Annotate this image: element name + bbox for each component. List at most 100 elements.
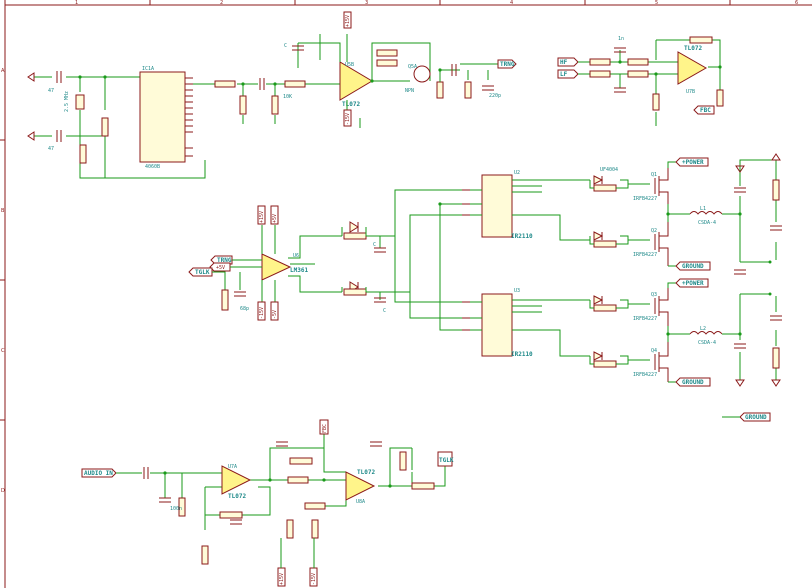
capacitor-c24 (370, 441, 382, 447)
u7b-filter: HF LF 1n TL072 U7B FBC (557, 36, 724, 126)
power-port-text: -15V (311, 573, 317, 585)
mosfet-ref: Q4 (651, 348, 657, 354)
capacitor-c12 (451, 64, 457, 76)
net-label-text: FBC (700, 107, 711, 114)
comparator-ref: U6 (293, 253, 299, 259)
gate-driver-section: U2 IR2110 U3 IR2110 UF4004 (394, 167, 650, 368)
resistor-r15 (652, 93, 660, 111)
diode-d4 (593, 231, 604, 241)
cap-value: 47 (48, 88, 54, 94)
resistor-r32 (399, 451, 407, 471)
driver-u3 (481, 293, 513, 357)
ic-ref: IC1A (142, 66, 154, 72)
net-label-trng (497, 59, 517, 69)
u5b-stage: U5B TL072 C Q5A NPN 220p TRNG +15V -15V (284, 11, 517, 128)
mosfet-q3 (654, 288, 669, 326)
power-port-m5v (270, 301, 279, 321)
opamp-u8a (345, 471, 376, 501)
output-terminal (768, 260, 772, 264)
cap-value: 47 (48, 146, 54, 152)
inductor-l2 (689, 331, 723, 335)
mosfet-part: IRFB4227 (633, 316, 657, 322)
resistor-r4 (284, 80, 306, 88)
resistor-r20 (343, 288, 367, 296)
power-port-text: -15V (345, 113, 351, 125)
capacitor-c33 (234, 291, 246, 297)
resistor-r31 (289, 457, 313, 465)
capacitor-c23 (276, 441, 288, 447)
net-label-text: TGLK (439, 457, 454, 464)
power-port-text: -15V (259, 307, 265, 319)
capacitor-c3 (259, 78, 265, 90)
power-port-text: +5V (272, 214, 278, 223)
inductor-value: CSDA-4 (698, 340, 716, 346)
mosfet-bridge: Q1 IRFB4227 Q2 IRFB4227 Q3 IRFB4227 Q4 I… (633, 153, 782, 422)
ground-symbol (27, 131, 35, 141)
resistor-r7 (376, 49, 398, 57)
cap-value: 68p (240, 306, 249, 312)
driver-part: IR2110 (511, 351, 533, 358)
resistor-r34 (304, 502, 326, 510)
opamp-u7a (221, 465, 252, 495)
mosfet-q4 (654, 342, 669, 382)
diode-part: UF4004 (600, 167, 618, 173)
comparator-u6 (261, 253, 292, 281)
capacitor-c13 (482, 85, 494, 91)
resistor-r26 (772, 347, 780, 369)
driver-ref: U3 (514, 288, 520, 294)
opamp-part: TL072 (684, 45, 702, 52)
col-label-6: 6 (795, 0, 798, 6)
resistor-r21 (593, 184, 617, 192)
opamp-ref: U5B (345, 62, 354, 68)
mosfet-ref: Q2 (651, 228, 657, 234)
resistor-r13 (627, 58, 649, 66)
mosfet-part: IRFB4227 (633, 372, 657, 378)
capacitor-c7 (374, 297, 386, 303)
comparator-section: TRNG +5V TGLK U6 LM361 68p +15V +5V -15V… (188, 189, 470, 321)
transistor-q5 (413, 65, 431, 83)
ic-4060-counter (139, 71, 186, 163)
power-port-ground-bottom (675, 377, 711, 387)
power-port-p15v-d (277, 567, 286, 587)
resistor-r29 (201, 545, 209, 565)
resistor-r28 (219, 511, 243, 519)
capacitor-c1 (56, 71, 62, 83)
resistor-r33 (411, 482, 435, 490)
diode-d1 (349, 221, 359, 233)
power-port-text: +POWER (682, 280, 704, 287)
opamp-ref: U7A (228, 464, 237, 470)
capacitor-c18 (614, 87, 626, 93)
output-terminal (768, 292, 772, 296)
cap-label: C (284, 43, 287, 49)
audio-input-section: AUDIO IN 100n U7A TL072 FBC TL072 U8A TG… (81, 419, 454, 587)
crystal-frequency: 2.5 MHz (64, 91, 70, 112)
capacitor-c21 (159, 497, 171, 503)
power-port-m15v-b (257, 301, 266, 321)
comparator-part: LM361 (290, 267, 308, 274)
resistor-r3 (214, 80, 236, 88)
capacitor-c17 (614, 47, 626, 53)
resistor-value: 10K (283, 94, 292, 100)
mosfet-q1 (654, 168, 669, 204)
capacitor-c11 (292, 45, 304, 51)
resistor-r23 (593, 304, 617, 312)
transistor-type: NPN (405, 88, 414, 94)
row-label-d: D (1, 488, 5, 494)
oscillator-section: 47 47 2.5 MHz IC1A 4060B 10K (27, 66, 340, 179)
row-label-a: A (1, 68, 5, 74)
power-port-text: -5V (272, 310, 278, 319)
capacitor-c22 (230, 519, 242, 525)
power-port-p15v-b (257, 205, 266, 225)
net-label-tglk-bottom (437, 451, 453, 467)
ground-symbol (735, 165, 745, 173)
net-label-tglk (188, 267, 213, 277)
capacitor-c1-bridge (734, 187, 746, 193)
driver-part: IR2110 (511, 233, 533, 240)
power-port-text: +POWER (682, 159, 704, 166)
resistor-r24 (593, 360, 617, 368)
net-label-hf (557, 57, 579, 67)
resistor-r27 (178, 497, 186, 517)
resistor-r9 (436, 81, 444, 99)
